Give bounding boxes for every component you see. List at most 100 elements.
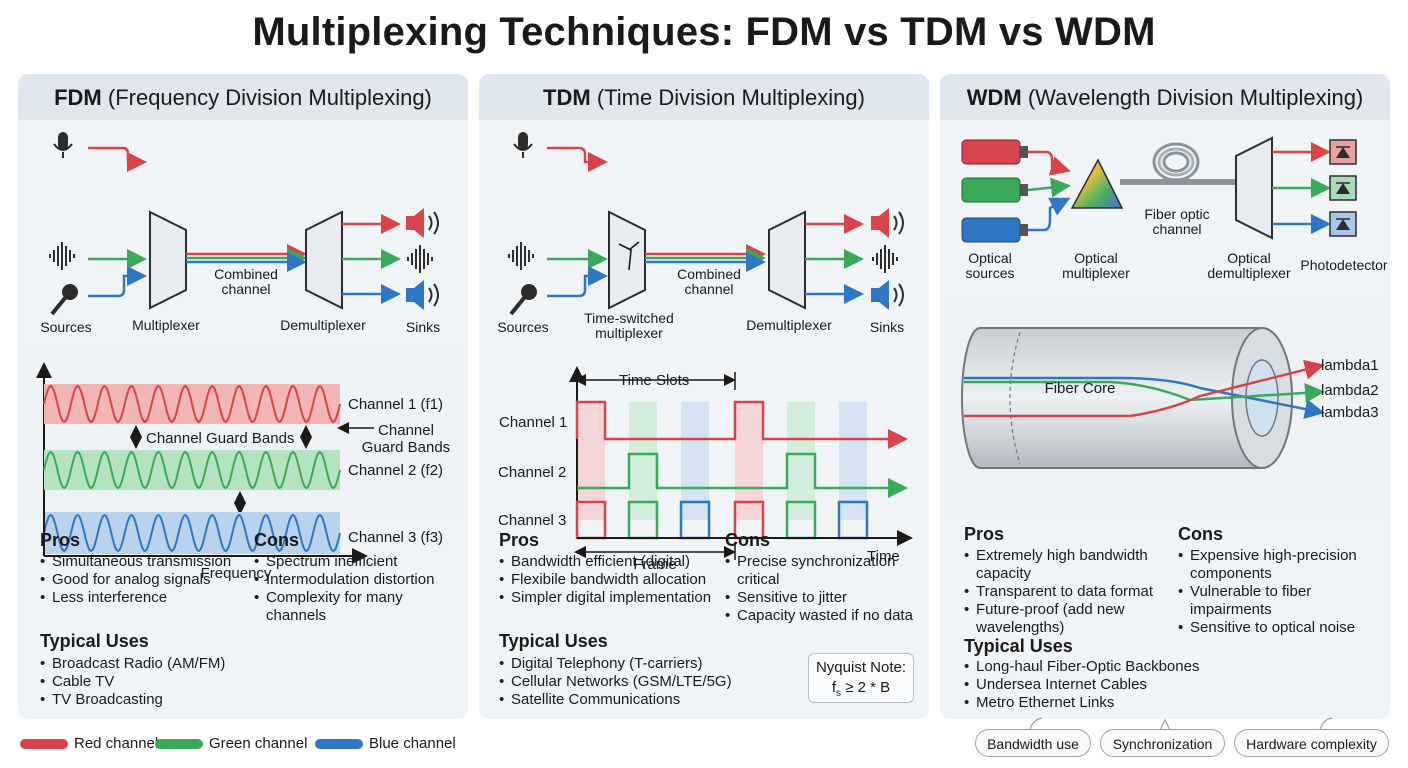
list-item: Vulnerable to fiber impairments	[1178, 583, 1357, 619]
list-item: Less interference	[40, 589, 231, 607]
speaker-blue-icon	[871, 280, 904, 310]
wdm-panel: WDM (Wavelength Division Multiplexing)	[940, 74, 1390, 719]
guard-bands-label: Channel Guard Bands	[146, 430, 294, 447]
wdm-cons-title: Cons	[1178, 524, 1223, 544]
photodetector-blue-icon	[1329, 211, 1357, 237]
speaker-blue-icon	[406, 280, 439, 310]
laser-red-icon	[961, 139, 1028, 165]
channel-3-slot	[679, 500, 711, 540]
legend-green-label: Green channel	[209, 735, 308, 752]
combined-label-2: channel	[684, 281, 733, 297]
list-item: Simultaneous transmission	[40, 553, 231, 571]
channel-1-signal	[575, 400, 908, 449]
fdm-cons-title: Cons	[254, 530, 299, 550]
photodetector-label: Photodetector	[1300, 257, 1388, 273]
time-slots-label: Time Slots	[619, 372, 689, 389]
channel-3-slot	[785, 500, 817, 540]
fdm-diagram: Sources Multiplexer Combined channel Dem…	[18, 132, 468, 520]
tdm-channel-3-label: Channel 3	[498, 512, 566, 529]
demultiplexer-label: Demultiplexer	[280, 317, 366, 333]
fdm-pros-title: Pros	[40, 530, 81, 550]
wdm-diagram: Optical sources Optical multiplexer Fibe…	[940, 136, 1390, 520]
list-item: Sensitive to jitter	[725, 589, 913, 607]
laser-green-icon	[961, 177, 1028, 203]
list-item: Future-proof (add new wavelengths)	[964, 601, 1153, 637]
channel-3-wave	[43, 513, 341, 553]
legend-green-swatch	[155, 739, 203, 749]
demultiplexer-label: Demultiplexer	[746, 317, 832, 333]
tdm-pros-title: Pros	[499, 530, 540, 550]
waveform-sink-icon	[407, 245, 433, 273]
wdm-uses-list: Long-haul Fiber-Optic Backbones Undersea…	[964, 658, 1199, 712]
fdm-pros-list: Simultaneous transmission Good for analo…	[40, 553, 231, 607]
waveform-icon	[508, 242, 534, 270]
optical-multiplexer-label-2: multiplexer	[1062, 265, 1130, 281]
channel-3-slot	[575, 500, 607, 540]
fiber-channel-label-1: Fiber optic	[1144, 206, 1209, 222]
microphone-icon	[513, 132, 533, 158]
multiplexer-block	[149, 210, 187, 310]
list-item: TV Broadcasting	[40, 691, 225, 709]
channel-1-wave	[43, 384, 341, 424]
list-item: Precise synchronization critical	[725, 553, 913, 589]
lambda3-label: lambda3	[1321, 404, 1379, 421]
combined-label-1: Combined	[214, 266, 278, 282]
wdm-uses-title: Typical Uses	[964, 636, 1073, 656]
fdm-channel-2-label: Channel 2 (f2)	[348, 462, 443, 479]
handheld-microphone-icon	[509, 284, 537, 316]
fdm-header: FDM (Frequency Division Multiplexing)	[18, 74, 468, 120]
list-item: Flexibile bandwidth allocation	[499, 571, 711, 589]
tdm-channel-2-label: Channel 2	[498, 464, 566, 481]
fiber-coil-icon	[1120, 142, 1238, 185]
optical-sources-label-2: sources	[965, 265, 1014, 281]
list-item: Complexity for many channels	[254, 589, 434, 625]
optical-demultiplexer-block	[1235, 136, 1273, 240]
fiber-channel-label-2: channel	[1152, 221, 1201, 237]
channel-guard-label-1: Channel	[378, 422, 434, 439]
nyquist-rest: ≥ 2 * B	[841, 679, 891, 696]
speaker-red-icon	[406, 208, 439, 238]
pill-bandwidth-use: Bandwidth use	[975, 729, 1091, 757]
list-item: Cable TV	[40, 673, 225, 691]
fdm-uses-list: Broadcast Radio (AM/FM) Cable TV TV Broa…	[40, 655, 225, 709]
combined-label-1: Combined	[677, 266, 741, 282]
multiplexer-label-1: Time-switched	[584, 310, 674, 326]
channel-guard-label-2: Guard Bands	[362, 439, 450, 456]
tdm-pros-list: Bandwidth efficient (digital) Flexibile …	[499, 553, 711, 607]
optical-multiplexer-label-1: Optical	[1074, 250, 1118, 266]
sinks-label: Sinks	[406, 319, 440, 335]
photodetector-green-icon	[1329, 175, 1357, 201]
fiber-core-label: Fiber Core	[1045, 380, 1116, 397]
tdm-diagram: Sources Time-switched multiplexer Combin…	[497, 132, 904, 341]
laser-blue-icon	[961, 217, 1028, 243]
list-item: Cellular Networks (GSM/LTE/5G)	[499, 673, 732, 691]
list-item: Bandwidth efficient (digital)	[499, 553, 711, 571]
channel-3-slot	[627, 500, 659, 540]
optical-demultiplexer-label-1: Optical	[1227, 250, 1271, 266]
microphone-icon	[53, 132, 73, 158]
multiplexer-label: Multiplexer	[132, 317, 200, 333]
legend-red-label: Red channel	[74, 735, 159, 752]
page-title: Multiplexing Techniques: FDM vs TDM vs W…	[252, 10, 1156, 54]
waveform-icon	[49, 242, 75, 270]
tdm-header: TDM (Time Division Multiplexing)	[479, 74, 929, 120]
photodetector-red-icon	[1329, 139, 1357, 165]
channel-2-signal	[577, 452, 908, 498]
lambda2-label: lambda2	[1321, 382, 1379, 399]
optical-sources-label-1: Optical	[968, 250, 1012, 266]
tdm-channel-1-label: Channel 1	[499, 414, 567, 431]
tdm-abbr: TDM	[543, 85, 591, 110]
list-item: Broadcast Radio (AM/FM)	[40, 655, 225, 673]
list-item: Metro Ethernet Links	[964, 694, 1199, 712]
prism-icon	[1070, 158, 1124, 209]
switch-icon	[618, 241, 640, 271]
fdm-uses-title: Typical Uses	[40, 631, 149, 651]
nyquist-f: f	[831, 679, 837, 696]
list-item: Undersea Internet Cables	[964, 676, 1199, 694]
time-switched-multiplexer-block	[608, 210, 646, 310]
channel-2-wave	[43, 450, 341, 490]
tdm-uses-list: Digital Telephony (T-carriers) Cellular …	[499, 655, 732, 709]
nyquist-formula: fs ≥ 2 * B	[809, 678, 913, 704]
list-item: Extremely high bandwidth capacity	[964, 547, 1153, 583]
fdm-panel: FDM (Frequency Division Multiplexing)	[18, 74, 468, 719]
